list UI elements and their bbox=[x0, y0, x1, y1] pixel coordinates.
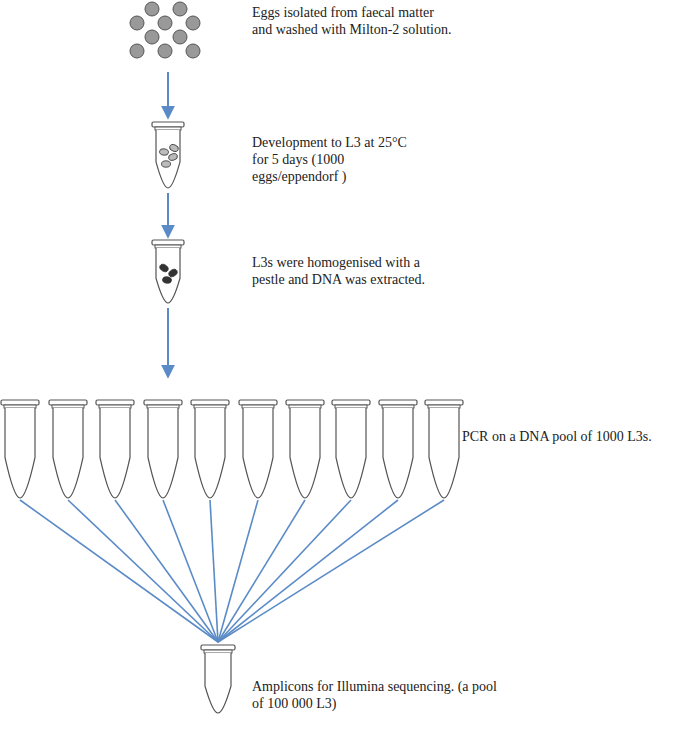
eppendorf-tube bbox=[286, 400, 324, 498]
egg bbox=[130, 44, 144, 58]
pooling-line bbox=[210, 500, 218, 642]
egg bbox=[173, 30, 187, 44]
step-note: Development to L3 at 25°C for 5 days (10… bbox=[252, 134, 412, 185]
eppendorf-tube bbox=[152, 240, 184, 303]
eppendorf-tube bbox=[49, 400, 87, 498]
eppendorf-tube bbox=[144, 400, 182, 498]
egg bbox=[145, 2, 159, 16]
eppendorf-tube bbox=[152, 122, 184, 188]
pooling-line bbox=[218, 500, 444, 642]
egg bbox=[158, 16, 172, 30]
pooling-line bbox=[163, 500, 218, 642]
eppendorf-tube bbox=[191, 400, 229, 498]
step-note: PCR on a DNA pool of 1000 L3s. bbox=[462, 428, 652, 445]
eppendorf-tube bbox=[239, 400, 277, 498]
egg bbox=[158, 44, 172, 58]
pooling-line bbox=[115, 500, 218, 642]
pooling-line bbox=[218, 500, 398, 642]
pooling-line bbox=[20, 500, 218, 642]
flow-arrow bbox=[167, 72, 169, 117]
step-note: Eggs isolated from faecal matter and was… bbox=[252, 4, 457, 38]
eppendorf-tube bbox=[1, 400, 39, 498]
flow-arrow bbox=[167, 193, 169, 236]
pooling-line bbox=[218, 500, 305, 642]
egg bbox=[186, 16, 200, 30]
egg bbox=[173, 2, 187, 16]
step-note: Amplicons for Illumina sequencing. (a po… bbox=[252, 678, 502, 712]
flow-arrow bbox=[167, 308, 169, 376]
eppendorf-tube bbox=[332, 400, 370, 498]
pooling-line bbox=[68, 500, 218, 642]
egg bbox=[130, 16, 144, 30]
step-note: L3s were homogenised with a pestle and D… bbox=[252, 254, 432, 288]
eppendorf-tube bbox=[201, 645, 235, 713]
egg bbox=[186, 44, 200, 58]
eppendorf-tube bbox=[425, 400, 463, 498]
eppendorf-tube bbox=[379, 400, 417, 498]
eppendorf-tube bbox=[96, 400, 134, 498]
egg bbox=[145, 30, 159, 44]
